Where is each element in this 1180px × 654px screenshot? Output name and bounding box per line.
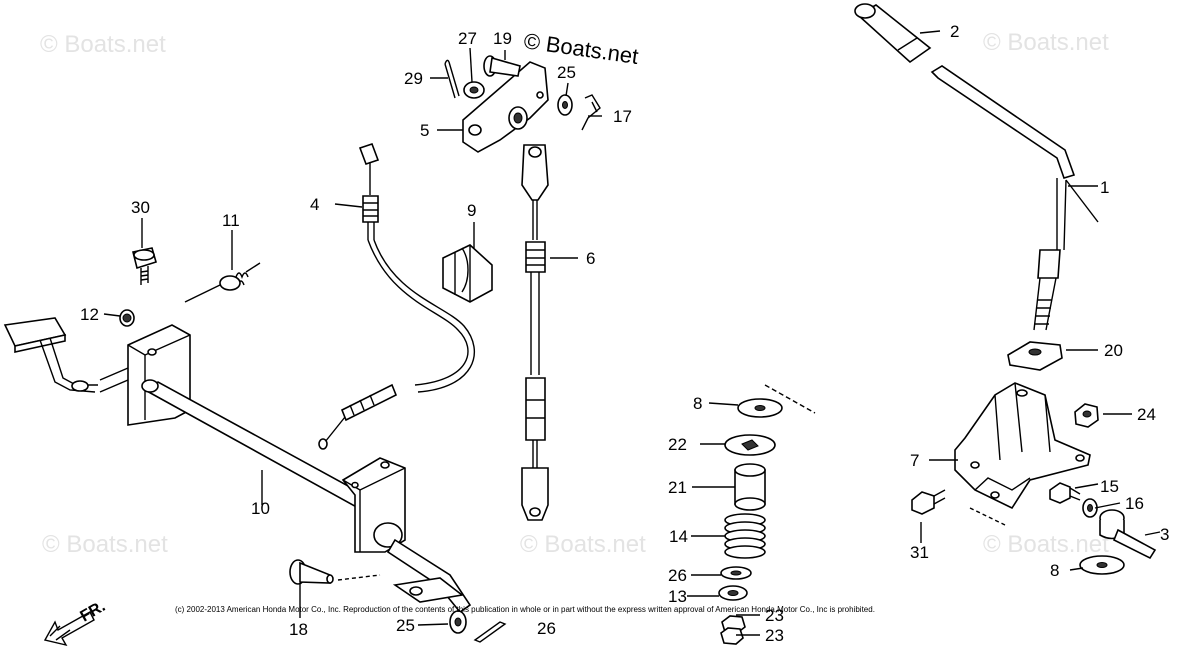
copyright-notice: (c) 2002-2013 American Honda Motor Co., … xyxy=(175,605,875,614)
bolt-30 xyxy=(132,247,157,285)
pin-27 xyxy=(463,81,485,99)
callout: 19 xyxy=(493,29,512,48)
callout: 7 xyxy=(910,451,919,470)
callout: 8 xyxy=(693,394,702,413)
callout: 27 xyxy=(458,29,477,48)
pin-18 xyxy=(289,559,381,585)
callout: 22 xyxy=(668,435,687,454)
parts-stack xyxy=(718,384,816,645)
washer-8-right xyxy=(1079,555,1125,575)
rod-6 xyxy=(521,144,549,521)
callout: 25 xyxy=(557,63,576,82)
callout: 26 xyxy=(537,619,556,638)
bolt-19 xyxy=(483,55,521,77)
callout: 11 xyxy=(222,211,240,230)
washer-16 xyxy=(1082,498,1098,518)
callout: 1 xyxy=(1100,178,1109,197)
callout: 3 xyxy=(1160,525,1169,544)
callout: 15 xyxy=(1100,477,1119,496)
watermark-group: © Boats.net © Boats.net © Boats.net © Bo… xyxy=(40,28,1109,558)
watermark: © Boats.net xyxy=(40,31,166,58)
lever-1 xyxy=(930,65,1099,331)
callout-labels: 1 2 3 4 5 6 7 8 8 9 10 11 12 13 14 15 16… xyxy=(80,22,1169,645)
watermark: © Boats.net xyxy=(983,531,1109,558)
pin-3 xyxy=(1099,509,1157,560)
callout: 25 xyxy=(396,616,415,635)
callout: 17 xyxy=(613,107,632,126)
bracket-7 xyxy=(954,382,1091,526)
spring-14 xyxy=(724,513,766,559)
callout: 23 xyxy=(765,626,784,645)
callout: 9 xyxy=(467,201,476,220)
callout: 30 xyxy=(131,198,150,217)
callout: 14 xyxy=(669,527,688,546)
callout: 29 xyxy=(404,69,423,88)
front-direction-arrow: FR. xyxy=(43,598,108,647)
callout: 5 xyxy=(420,121,429,140)
callout: 16 xyxy=(1125,494,1144,513)
watermark: © Boats.net xyxy=(520,531,646,558)
nut-12 xyxy=(119,309,135,327)
watermark-prominent: © Boats.net xyxy=(522,28,640,69)
callout: 26 xyxy=(668,566,687,585)
nut-24 xyxy=(1074,403,1099,428)
arm-5 xyxy=(462,61,549,153)
callout: 4 xyxy=(310,195,319,214)
callout: 23 xyxy=(765,606,784,625)
callout: 10 xyxy=(251,499,270,518)
cable-4 xyxy=(318,142,475,450)
watermark: © Boats.net xyxy=(42,531,168,558)
callout: 18 xyxy=(289,620,308,639)
callout: 12 xyxy=(80,305,99,324)
washer-25-top xyxy=(557,94,573,116)
callout: 6 xyxy=(586,249,595,268)
clip-29 xyxy=(444,59,460,99)
callout: 21 xyxy=(668,478,687,497)
grommet-20 xyxy=(1007,341,1063,371)
bolt-31 xyxy=(911,489,946,515)
pedal-shaft-assembly xyxy=(3,317,472,614)
callout: 24 xyxy=(1137,405,1156,424)
knob-2 xyxy=(854,3,932,64)
callout: 20 xyxy=(1104,341,1123,360)
callout: 31 xyxy=(910,543,929,562)
washer-25-bottom xyxy=(449,610,507,643)
callout: 2 xyxy=(950,22,959,41)
clip-17 xyxy=(581,94,601,131)
spring-11 xyxy=(184,262,261,303)
bolt-15 xyxy=(1049,482,1081,504)
callout: 8 xyxy=(1050,561,1059,580)
watermark: © Boats.net xyxy=(983,29,1109,56)
leader-lines xyxy=(103,30,1161,636)
clamp-9 xyxy=(442,244,493,303)
callout: 13 xyxy=(668,587,687,606)
